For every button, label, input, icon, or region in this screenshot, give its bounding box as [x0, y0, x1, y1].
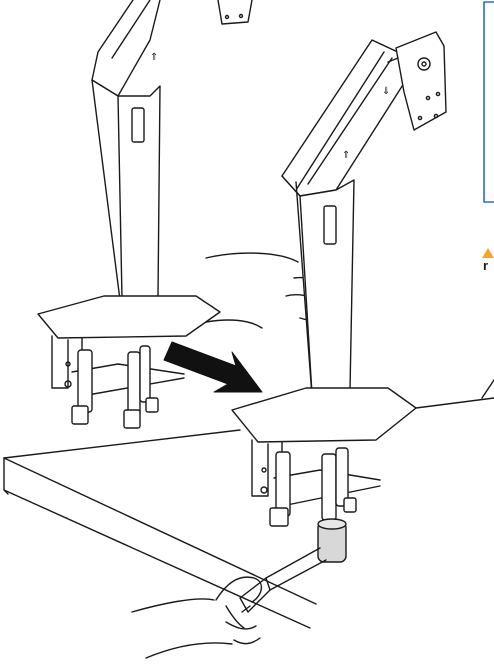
move-arrow-icon	[163, 341, 263, 393]
svg-text:⇑: ⇑	[342, 150, 350, 161]
foreground-base-plate	[231, 387, 417, 443]
callout-text-fragment: r	[483, 258, 489, 273]
background-arm-upper	[91, 0, 161, 97]
background-clamp	[51, 335, 185, 429]
svg-text:⇓: ⇓	[382, 86, 390, 97]
callout-box	[483, 1, 494, 203]
background-arm-assembly: ⇑	[37, 0, 253, 429]
background-post	[91, 79, 161, 301]
foreground-arm-upper	[281, 39, 407, 197]
right-hand	[131, 576, 262, 659]
warning-icon	[482, 248, 494, 258]
background-vesa-bracket	[217, 0, 253, 25]
vesa-bracket	[387, 31, 447, 131]
hex-key-wrench-icon	[239, 518, 347, 613]
foreground-arm-assembly: ⇑ ⇓	[231, 31, 447, 527]
foreground-clamp	[251, 439, 381, 527]
svg-text:⇑: ⇑	[150, 52, 158, 63]
background-base-plate	[37, 295, 221, 339]
foreground-post	[281, 175, 355, 397]
